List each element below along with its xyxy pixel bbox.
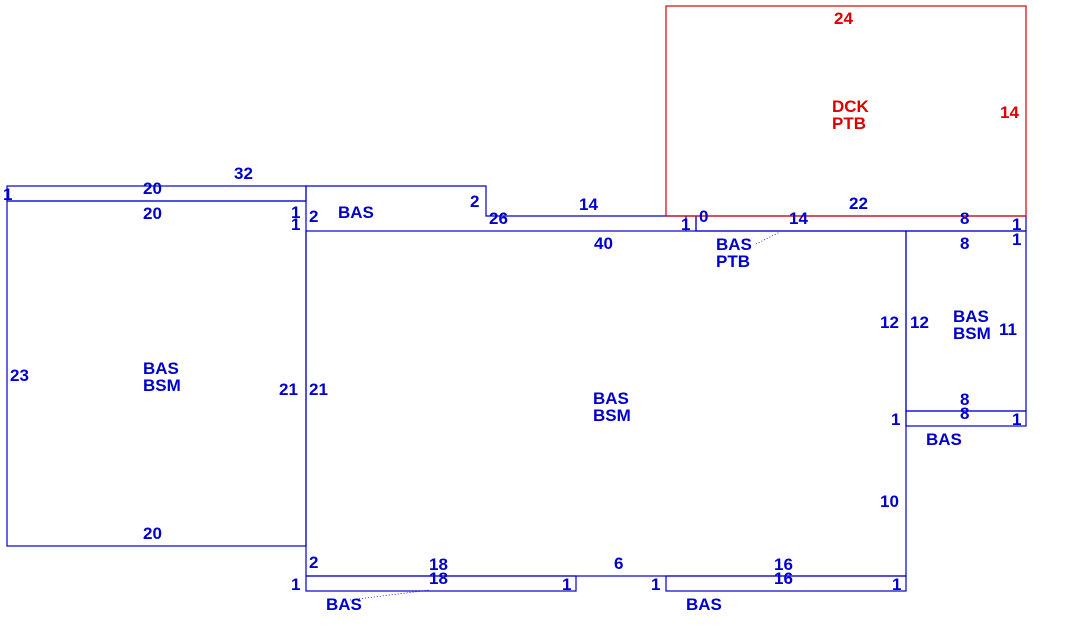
dim-label: 6 bbox=[614, 554, 623, 573]
dim-label: 8 bbox=[960, 404, 969, 423]
area-label-right-bas: BAS bbox=[953, 307, 989, 326]
dim-label: 1 bbox=[891, 410, 900, 429]
porch-leader-line bbox=[755, 231, 781, 245]
dim-label: 1 bbox=[1012, 215, 1021, 234]
bottom-left-strip-outline bbox=[305, 575, 577, 592]
area-label-bottom-left-bas: BAS bbox=[326, 595, 362, 614]
deck-outline bbox=[665, 5, 1027, 217]
area-label-right-bsm: BSM bbox=[953, 324, 991, 343]
dim-label: 1 bbox=[291, 575, 300, 594]
dim-label: 1 bbox=[892, 575, 901, 594]
dim-label: 2 bbox=[309, 553, 318, 572]
dim-label: 26 bbox=[489, 209, 508, 228]
area-label-porch-ptb: PTB bbox=[716, 252, 750, 271]
dim-label: 12 bbox=[910, 313, 929, 332]
area-label-bottom-right-bas: BAS bbox=[686, 595, 722, 614]
dim-label: 32 bbox=[234, 164, 253, 183]
dim-label: 21 bbox=[279, 380, 298, 399]
dim-label: 18 bbox=[429, 555, 448, 574]
area-label-porch-bas: BAS bbox=[716, 235, 752, 254]
right-lower-strip-outline bbox=[905, 410, 1027, 427]
dim-label: 12 bbox=[880, 313, 899, 332]
dim-label: 8 bbox=[960, 234, 969, 253]
dim-label: 21 bbox=[309, 380, 328, 399]
dim-label: 14 bbox=[579, 195, 598, 214]
deck-dim-label: 24 bbox=[834, 9, 853, 28]
dim-label: 1 bbox=[651, 575, 660, 594]
area-label-strip-bas: BAS bbox=[338, 203, 374, 222]
dim-label: 1 bbox=[291, 215, 300, 234]
dim-label: 14 bbox=[789, 209, 808, 228]
dim-label: 10 bbox=[880, 492, 899, 511]
dim-label: 1 bbox=[681, 215, 690, 234]
dim-label: 20 bbox=[143, 179, 162, 198]
right-top-strip-outline bbox=[695, 215, 1027, 232]
dim-label: 8 bbox=[960, 390, 969, 409]
dim-label: 11 bbox=[999, 320, 1017, 339]
dim-label: 1 bbox=[562, 575, 571, 594]
dim-label: 0 bbox=[699, 207, 708, 226]
dim-label: 1 bbox=[1012, 230, 1021, 249]
area-label-main-bsm: BSM bbox=[593, 406, 631, 425]
dim-label: 2 bbox=[309, 207, 318, 226]
dim-label: 20 bbox=[143, 524, 162, 543]
dim-label: 20 bbox=[143, 204, 162, 223]
area-label-deck-dck: DCK bbox=[832, 97, 870, 116]
bottom-right-strip-outline bbox=[665, 575, 907, 592]
dim-label: 16 bbox=[774, 555, 793, 574]
dim-label: 1 bbox=[1012, 410, 1021, 429]
area-label-main-bas: BAS bbox=[593, 389, 629, 408]
area-label-left-bas: BAS bbox=[143, 359, 179, 378]
dim-label: 40 bbox=[594, 234, 613, 253]
dim-label: 16 bbox=[774, 569, 793, 588]
dim-label: 18 bbox=[429, 569, 448, 588]
area-label-left-bsm: BSM bbox=[143, 376, 181, 395]
dim-label: 8 bbox=[960, 209, 969, 228]
dim-label: 23 bbox=[10, 366, 29, 385]
dim-label: 22 bbox=[849, 194, 868, 213]
area-label-deck-ptb: PTB bbox=[832, 114, 866, 133]
dim-label: 2 bbox=[470, 192, 479, 211]
dim-label: 1 bbox=[3, 185, 12, 204]
dim-label: 1 bbox=[291, 203, 300, 222]
area-label-right-strip-bas: BAS bbox=[926, 430, 962, 449]
deck-dim-label: 14 bbox=[1000, 103, 1019, 122]
